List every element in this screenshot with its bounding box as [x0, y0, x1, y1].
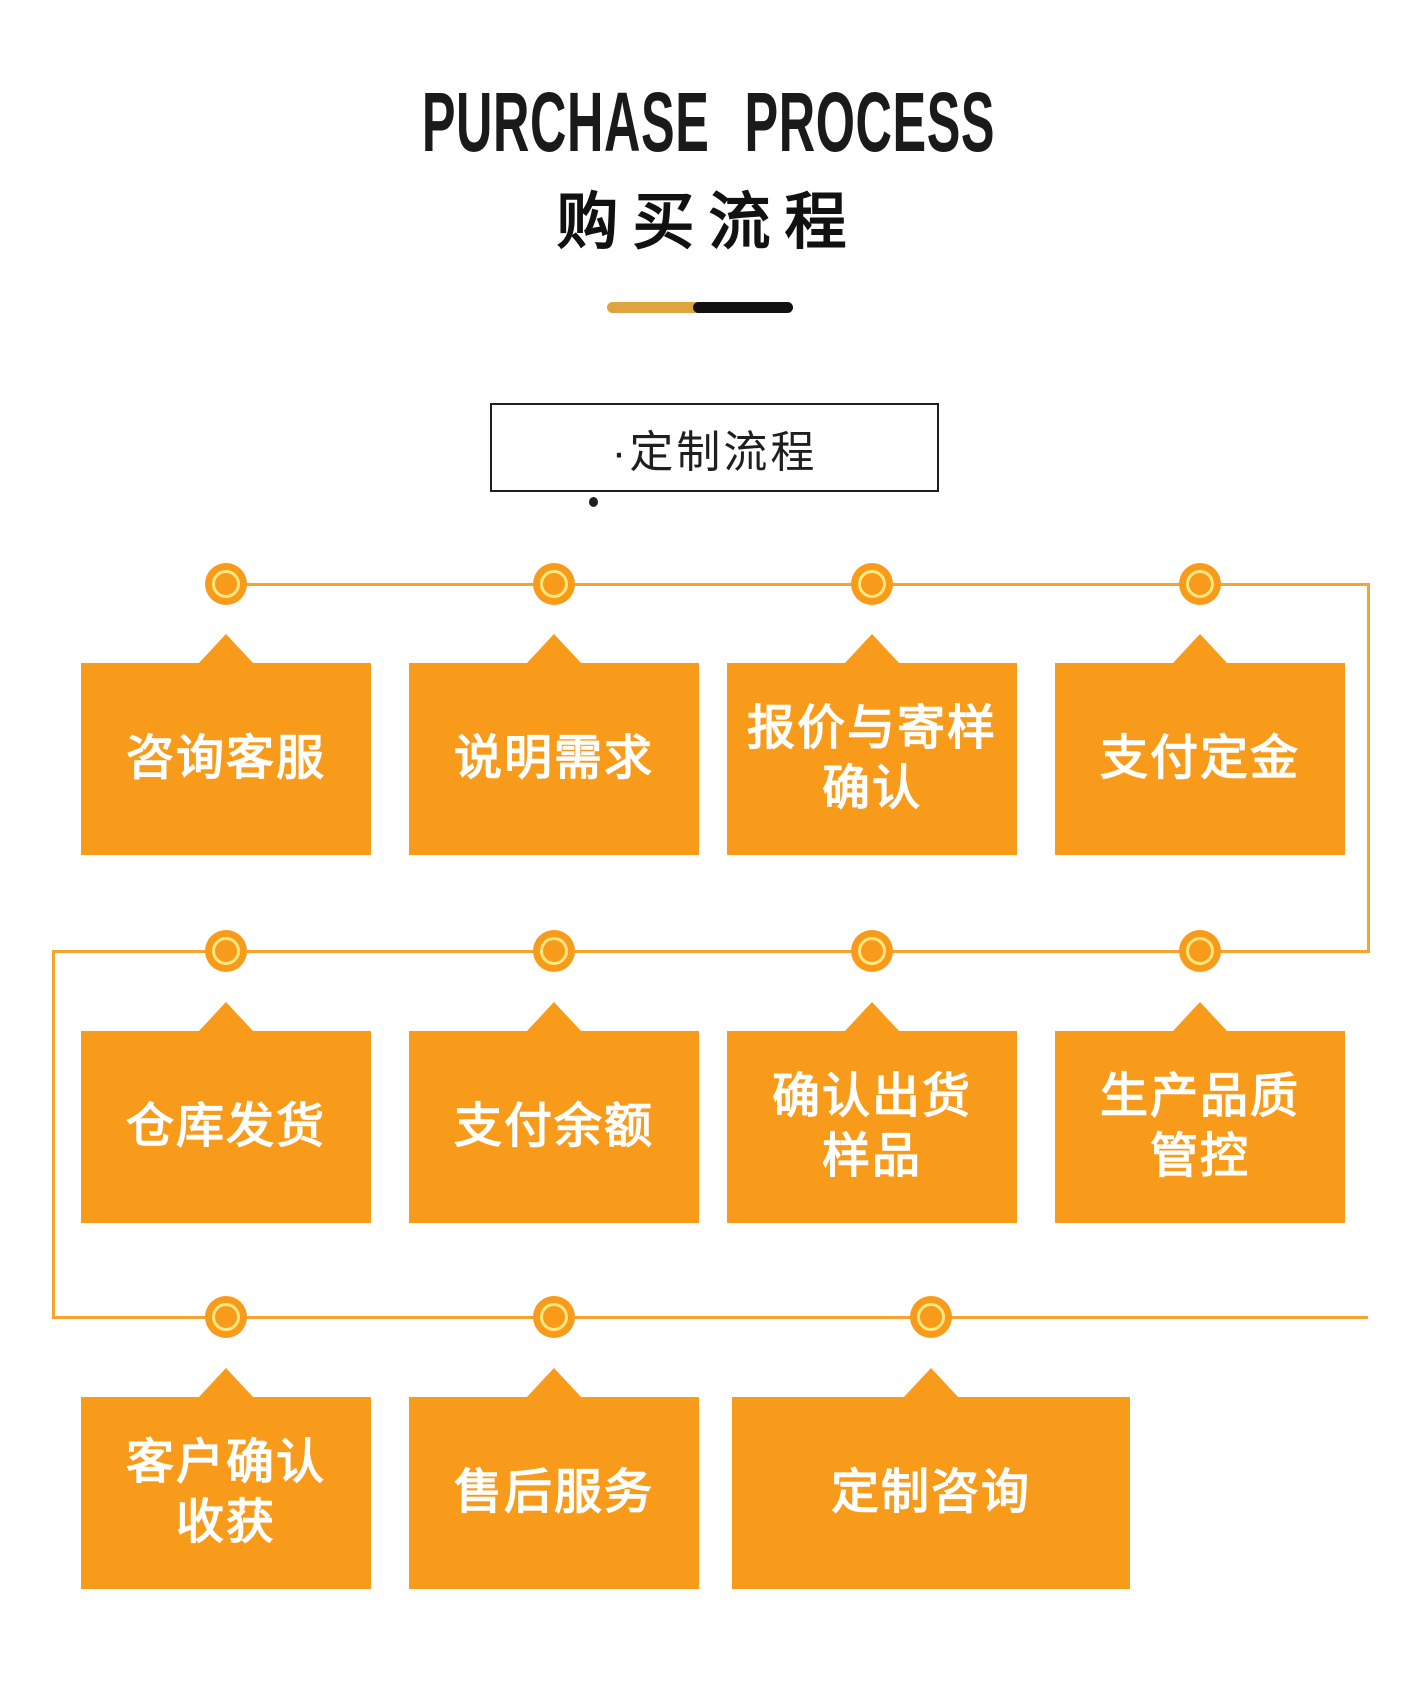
flow-node-r3-c1: [205, 1296, 247, 1338]
step-label-line: 仓库发货: [125, 1099, 326, 1153]
pointer-triangle: [903, 1368, 959, 1398]
step-box-warehouse-ship: 仓库发货: [81, 1002, 371, 1223]
step-label: 仓库发货: [126, 1097, 326, 1157]
pointer-triangle: [1172, 634, 1228, 664]
pointer-triangle: [526, 1002, 582, 1032]
step-label: 售后服务: [454, 1463, 654, 1523]
flow-line-row3: [52, 1316, 1368, 1319]
page-title-en: PURCHASE PROCESS: [421, 75, 996, 169]
step-box-pay-deposit: 支付定金: [1055, 634, 1345, 855]
section-label-box: ·定制流程: [490, 403, 939, 492]
step-box-pay-balance: 支付余额: [409, 1002, 699, 1223]
pointer-triangle: [526, 634, 582, 664]
divider-black-segment: [693, 302, 793, 313]
step-box-quote-sample-confirm: 报价与寄样 确认: [727, 634, 1017, 855]
step-box-production-quality-control: 生产品质 管控: [1055, 1002, 1345, 1223]
step-label-line: 报价与寄样: [746, 701, 997, 755]
flow-node-r2-c4: [1179, 930, 1221, 972]
step-label-line: 售后服务: [453, 1465, 654, 1519]
pointer-triangle: [844, 1002, 900, 1032]
step-label-line: 收获: [175, 1496, 276, 1549]
node-ring: [858, 937, 886, 965]
step-label: 说明需求: [454, 729, 654, 789]
step-label-line: 样品: [821, 1130, 922, 1183]
page-title-zh: 购买流程: [556, 188, 861, 257]
step-label: 支付定金: [1100, 729, 1300, 789]
step-label-line: 说明需求: [453, 731, 654, 785]
step-label: 咨询客服: [126, 729, 326, 789]
flow-node-r2-c2: [533, 930, 575, 972]
step-label-line: 确认出货: [771, 1069, 972, 1123]
flow-connector-right: [1367, 583, 1370, 953]
pointer-triangle: [198, 634, 254, 664]
step-box-confirm-shipment-sample: 确认出货 样品: [727, 1002, 1017, 1223]
flow-node-r2-c3: [851, 930, 893, 972]
node-ring: [212, 937, 240, 965]
step-label-line: 支付定金: [1099, 731, 1300, 785]
step-label-line: 咨询客服: [125, 731, 326, 785]
node-ring: [540, 570, 568, 598]
flow-node-r1-c2: [533, 563, 575, 605]
node-ring: [1186, 937, 1214, 965]
flow-node-r1-c4: [1179, 563, 1221, 605]
step-label: 报价与寄样 确认: [747, 699, 997, 820]
step-label: 客户确认 收获: [126, 1433, 326, 1554]
flow-node-r1-c1: [205, 563, 247, 605]
step-box-after-sales-service: 售后服务: [409, 1368, 699, 1589]
step-box-consult-service: 咨询客服: [81, 634, 371, 855]
pointer-triangle: [198, 1002, 254, 1032]
step-label: 确认出货 样品: [772, 1067, 972, 1188]
step-label: 支付余额: [454, 1097, 654, 1157]
node-ring: [212, 570, 240, 598]
pointer-triangle: [844, 634, 900, 664]
flow-node-r2-c1: [205, 930, 247, 972]
flow-line-row2: [52, 950, 1370, 953]
divider-gold-segment: [607, 302, 707, 313]
step-label: 定制咨询: [831, 1463, 1031, 1523]
step-label-line: 支付余额: [453, 1099, 654, 1153]
node-ring: [858, 570, 886, 598]
bullet-dot: [589, 497, 598, 507]
node-ring: [1186, 570, 1214, 598]
pointer-triangle: [1172, 1002, 1228, 1032]
pointer-triangle: [198, 1368, 254, 1398]
step-label-line: 确认: [821, 762, 922, 815]
node-ring: [212, 1303, 240, 1331]
flow-node-r1-c3: [851, 563, 893, 605]
node-ring: [540, 1303, 568, 1331]
step-label-line: 定制咨询: [830, 1465, 1031, 1519]
node-ring: [540, 937, 568, 965]
flow-node-r3-c3: [910, 1296, 952, 1338]
step-label: 生产品质 管控: [1100, 1067, 1300, 1188]
pointer-triangle: [526, 1368, 582, 1398]
section-label: ·定制流程: [611, 427, 818, 477]
title-divider: [607, 302, 793, 313]
step-box-customer-confirm-receipt: 客户确认 收获: [81, 1368, 371, 1589]
step-label-line: 客户确认: [125, 1435, 326, 1489]
flow-node-r3-c2: [533, 1296, 575, 1338]
flow-connector-left: [52, 950, 55, 1319]
flow-line-row1: [226, 583, 1370, 586]
node-ring: [917, 1303, 945, 1331]
step-box-custom-consult: 定制咨询: [732, 1368, 1130, 1589]
step-label-line: 管控: [1149, 1130, 1250, 1183]
step-label-line: 生产品质: [1099, 1069, 1300, 1123]
step-box-explain-needs: 说明需求: [409, 634, 699, 855]
